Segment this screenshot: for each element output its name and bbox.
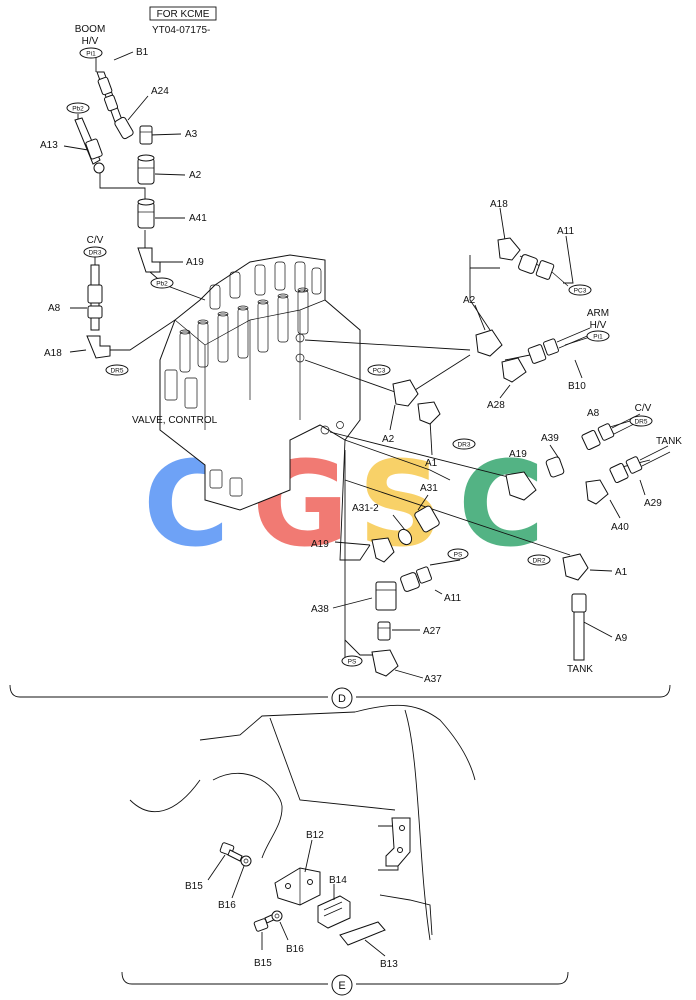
tag-dr5-right: DR5 bbox=[634, 419, 647, 426]
port-tags: Pi1 Pb2 DR3 Pb2 DR5 PC3 Pi1 PC3 DR3 DR5 … bbox=[66, 47, 653, 667]
tag-pc3-top: PC3 bbox=[574, 288, 587, 295]
part-a3: A3 bbox=[185, 129, 198, 140]
section-d-label: D bbox=[338, 693, 346, 705]
part-b16-top: B16 bbox=[218, 900, 236, 911]
part-b15-bottom: B15 bbox=[254, 958, 272, 969]
header-for-box: FOR KCME bbox=[157, 9, 210, 20]
part-a2-top: A2 bbox=[189, 170, 202, 181]
part-b14: B14 bbox=[329, 875, 347, 886]
part-a19-right: A19 bbox=[509, 449, 527, 460]
part-a8-right: A8 bbox=[587, 408, 600, 419]
fittings bbox=[74, 71, 671, 677]
boom-hv-title: BOOM bbox=[75, 24, 106, 35]
watermark-letter-4: C bbox=[458, 435, 545, 573]
part-a8-left: A8 bbox=[48, 303, 61, 314]
part-a31: A31 bbox=[420, 483, 438, 494]
arm-hv-title: ARM bbox=[587, 308, 609, 319]
arm-hv-sub: H/V bbox=[590, 320, 607, 331]
part-a31-2: A31-2 bbox=[352, 503, 379, 514]
header-box bbox=[149, 6, 217, 21]
part-a11-top: A11 bbox=[557, 226, 574, 237]
cv-right-title: C/V bbox=[635, 403, 652, 414]
control-valve-drawing bbox=[159, 254, 361, 511]
part-a13: A13 bbox=[40, 140, 58, 151]
part-b15-top: B15 bbox=[185, 881, 203, 892]
part-a2-right: A2 bbox=[463, 295, 476, 306]
part-a29: A29 bbox=[644, 498, 662, 509]
tag-pb2-mid: Pb2 bbox=[156, 281, 168, 288]
section-d-bracket: D bbox=[9, 684, 671, 709]
tag-pi1-top: Pi1 bbox=[86, 51, 96, 58]
part-a11-low: A11 bbox=[444, 593, 461, 604]
tag-pc3-mid: PC3 bbox=[373, 368, 386, 375]
bolt-bottom bbox=[253, 912, 279, 932]
header-serial: YT04-07175- bbox=[152, 25, 210, 36]
tag-ps-low: PS bbox=[348, 659, 357, 666]
boom-hv-sub: H/V bbox=[82, 36, 99, 47]
part-a28: A28 bbox=[487, 400, 505, 411]
part-b13: B13 bbox=[380, 959, 398, 970]
part-a9: A9 bbox=[615, 633, 628, 644]
section-e-labels: B12 B14 B15 B16 B15 B16 B13 bbox=[185, 830, 398, 970]
part-a1-mid: A1 bbox=[425, 458, 438, 469]
part-a40: A40 bbox=[611, 522, 629, 533]
part-b1: B1 bbox=[136, 47, 149, 58]
part-a27: A27 bbox=[423, 626, 441, 637]
valve-label: VALVE, CONTROL bbox=[132, 415, 218, 426]
part-a38: A38 bbox=[311, 604, 329, 615]
tag-pi1-arm: Pi1 bbox=[593, 334, 603, 341]
part-a24: A24 bbox=[151, 86, 169, 97]
tag-dr2: DR2 bbox=[532, 558, 545, 565]
part-b12: B12 bbox=[306, 830, 324, 841]
tank-right-title: TANK bbox=[656, 436, 682, 447]
section-e-label: E bbox=[338, 980, 345, 992]
part-a39: A39 bbox=[541, 433, 559, 444]
section-e-drawing bbox=[129, 704, 476, 957]
part-a2-mid: A2 bbox=[382, 434, 395, 445]
tag-ps-mid: PS bbox=[454, 552, 463, 559]
bolt-top bbox=[219, 842, 243, 862]
tag-pb2-top: Pb2 bbox=[72, 106, 84, 113]
tag-dr3-mid: DR3 bbox=[457, 442, 470, 449]
tag-dr3-left: DR3 bbox=[88, 250, 101, 257]
cv-left-title: C/V bbox=[87, 235, 104, 246]
part-a18-right: A18 bbox=[490, 199, 508, 210]
part-a41: A41 bbox=[189, 213, 207, 224]
port-titles: BOOM H/V C/V ARM H/V C/V TANK TANK bbox=[75, 24, 683, 675]
part-b10: B10 bbox=[568, 381, 586, 392]
section-e-bracket: E bbox=[121, 971, 569, 996]
tag-dr5-left: DR5 bbox=[110, 368, 123, 375]
part-a19-top: A19 bbox=[186, 257, 204, 268]
part-a37: A37 bbox=[424, 674, 442, 685]
part-b16-bottom: B16 bbox=[286, 944, 304, 955]
part-labels: B1 A24 A3 A13 A2 A41 A19 A8 A18 A18 A11 … bbox=[40, 47, 662, 685]
part-a1-right: A1 bbox=[615, 567, 628, 578]
part-a18-left: A18 bbox=[44, 348, 62, 359]
part-a19-low: A19 bbox=[311, 539, 329, 550]
tank-bottom-title: TANK bbox=[567, 664, 593, 675]
watermark-letter-3: S bbox=[358, 435, 443, 573]
